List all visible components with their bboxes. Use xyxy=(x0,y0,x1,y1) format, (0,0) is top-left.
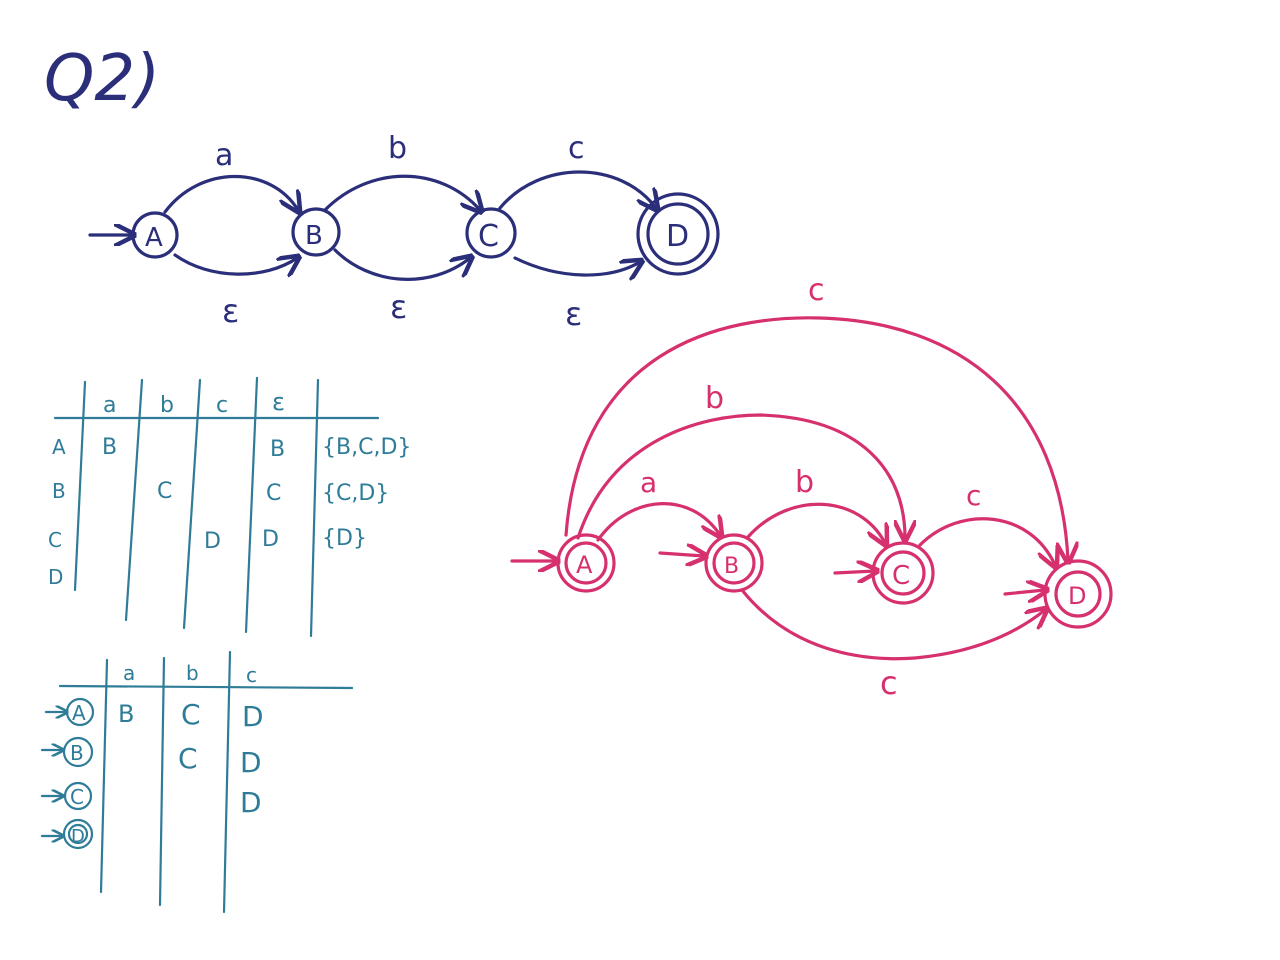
closure-row-a-on-eps: B xyxy=(270,437,285,462)
closure-row-b-closure: {C,D} xyxy=(322,481,389,506)
dfa-table-row-a-on-c: D xyxy=(242,700,264,733)
dfa-state-a-label: A xyxy=(576,551,593,579)
nfa-label-a: a xyxy=(215,138,233,173)
nfa-state-b: B xyxy=(291,207,341,257)
dfa-table-row-b-on-c: D xyxy=(240,746,262,779)
dfa-label-b-to-c: b xyxy=(795,465,814,500)
dfa-start-arrow-d xyxy=(1003,590,1045,594)
nfa-state-c: C xyxy=(465,207,517,259)
closure-row-b-on-b: C xyxy=(157,479,172,504)
closure-row-a-closure: {B,C,D} xyxy=(322,435,411,460)
closure-row-b-on-eps: C xyxy=(266,481,281,506)
dfa-edge-b-to-c-b xyxy=(746,502,885,543)
nfa-edge-c-to-d-eps xyxy=(513,256,640,275)
dfa-edge-a-to-d-c xyxy=(564,316,1068,560)
dfa-label-a-to-c: b xyxy=(705,381,724,416)
dfa-table-row-c-state: C xyxy=(70,785,84,809)
nfa-edge-b-to-c-eps xyxy=(333,248,470,281)
dfa-state-b: B xyxy=(704,533,764,593)
dfa-table: a b c A B C D B C D C D D xyxy=(40,650,354,914)
closure-row-c-state: C xyxy=(48,528,62,552)
dfa-start-arrow-c xyxy=(833,571,875,573)
dfa-start-arrow-b xyxy=(658,553,704,556)
dfa-state-d-label: D xyxy=(1068,582,1086,610)
closure-header-a: a xyxy=(103,393,116,418)
nfa-state-b-label: B xyxy=(305,221,323,251)
dfa-edge-a-to-b-a xyxy=(596,502,720,540)
dfa-table-row-a-on-a: B xyxy=(118,700,134,728)
dfa-table-header-a: a xyxy=(123,661,135,685)
dfa-table-row-a-state: A xyxy=(72,701,86,725)
nfa-edge-c-to-d-c xyxy=(498,170,656,208)
dfa-label-a-to-b: a xyxy=(640,466,657,499)
closure-row-b-state: B xyxy=(52,479,66,503)
nfa-state-a: A xyxy=(131,211,179,259)
dfa-edge-b-to-d-c xyxy=(740,588,1045,661)
dfa-diagram: c b a b c c A B C D xyxy=(510,273,1113,702)
closure-row-c-closure: {D} xyxy=(322,526,367,551)
nfa-state-a-label: A xyxy=(145,223,163,253)
dfa-edge-a-to-c-b xyxy=(576,413,905,538)
closure-row-d-state: D xyxy=(48,565,63,589)
dfa-table-header-c: c xyxy=(246,663,257,687)
closure-header-eps: ε xyxy=(272,388,285,416)
dfa-label-c-to-d: c xyxy=(966,479,981,512)
dfa-state-b-label: B xyxy=(724,554,739,579)
nfa-label-eps-bc: ε xyxy=(390,288,407,326)
dfa-table-row-c-on-c: D xyxy=(240,786,262,819)
nfa-state-d-label: D xyxy=(666,219,689,254)
dfa-edge-c-to-d-c xyxy=(918,517,1055,565)
dfa-state-c: C xyxy=(871,541,935,605)
dfa-label-a-to-d: c xyxy=(808,273,825,308)
closure-row-a-on-a: B xyxy=(102,435,117,460)
closure-row-c-on-c: D xyxy=(204,529,221,554)
dfa-state-a: A xyxy=(556,533,616,593)
closure-row-a-state: A xyxy=(52,435,66,459)
nfa-edge-a-to-b-eps xyxy=(173,255,297,274)
closure-header-c: c xyxy=(216,393,228,418)
dfa-table-row-b-on-b: C xyxy=(178,742,198,775)
nfa-edge-b-to-c-b xyxy=(323,174,480,210)
dfa-table-row-a-on-b: C xyxy=(181,698,201,731)
dfa-table-header-b: b xyxy=(186,661,199,685)
nfa-edge-a-to-b-a xyxy=(163,174,298,212)
nfa-label-eps-ab: ε xyxy=(222,292,239,330)
question-label: Q2) xyxy=(44,42,160,116)
dfa-state-d: D xyxy=(1043,559,1113,629)
nfa-label-b: b xyxy=(388,131,407,166)
dfa-state-c-label: C xyxy=(892,561,910,591)
nfa-state-d-accept: D xyxy=(636,192,720,276)
nfa-label-eps-cd: ε xyxy=(565,295,582,333)
closure-table: a b c ε A B B {B,C,D} B C C {C,D} C D D … xyxy=(48,376,411,638)
dfa-label-b-to-d: c xyxy=(880,664,898,702)
closure-row-c-on-eps: D xyxy=(262,527,279,552)
closure-header-b: b xyxy=(160,393,174,418)
nfa-label-c: c xyxy=(568,131,585,166)
nfa-diagram: a ε b ε c ε A B C D xyxy=(88,131,720,333)
nfa-state-c-label: C xyxy=(478,219,499,254)
dfa-table-row-d-state: D xyxy=(71,826,85,847)
dfa-table-row-b-state: B xyxy=(70,741,84,765)
